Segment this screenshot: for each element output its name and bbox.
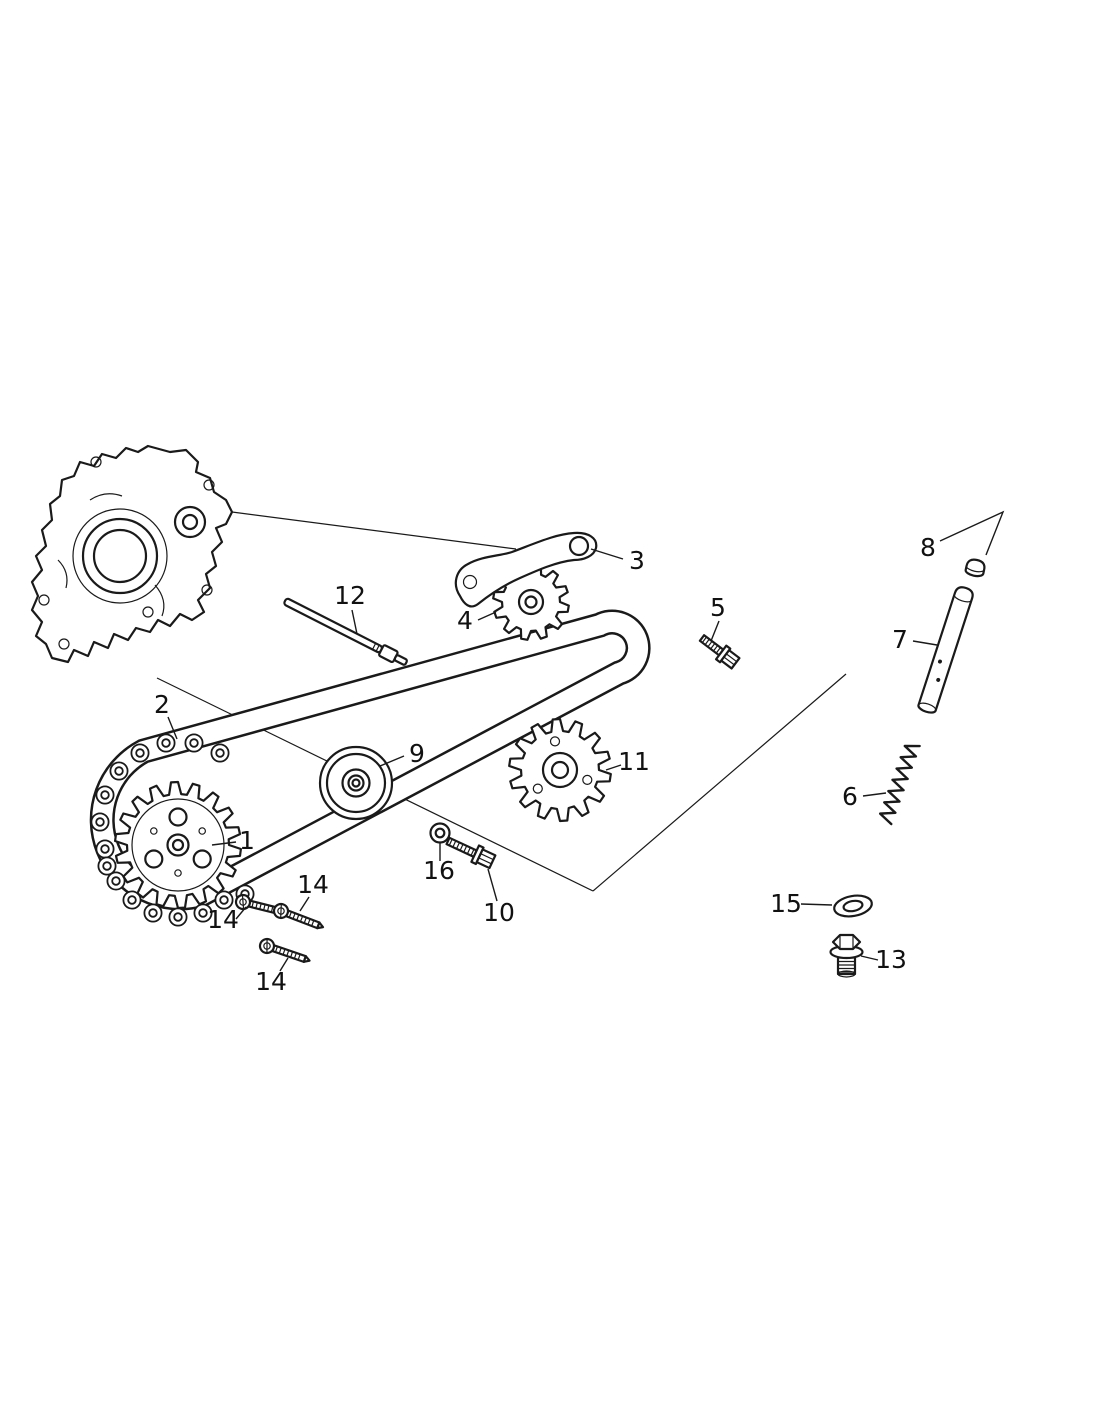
part-label-6: 6 [842,782,858,811]
bolt-hole [203,479,215,491]
casting-rib [154,584,165,617]
bolt-hole [142,606,154,618]
part-label-2: 2 [154,690,170,719]
part-label-4: 4 [457,606,473,635]
part-label-13: 13 [875,945,907,974]
tensioner-arm-3 [454,531,598,608]
bolt-hole [201,584,213,596]
part-label-14a: 14 [297,870,329,899]
idler-sprocket-4 [492,563,570,641]
flange-bolt-10 [445,836,497,870]
casting-rib [89,493,123,501]
tensioner-shaft-12 [283,597,408,666]
part-label-15: 15 [770,889,802,918]
sealing-cap-8 [964,558,986,578]
casting-rib [57,559,68,589]
part-label-12: 12 [334,581,366,610]
part-label-16: 16 [423,856,455,885]
arm-end-hole [462,574,478,590]
flange-bolt-5 [698,634,741,670]
guide-roller-9 [318,745,394,821]
part-label-5: 5 [710,593,726,622]
rod-hole [936,677,941,682]
washer-16 [429,822,451,844]
bearing-boss-outline [72,508,168,604]
screw-14-c [258,937,311,963]
shaft-bore [173,505,207,539]
sealing-washer-15 [833,894,873,918]
bolt-hole [90,456,102,468]
timing-sprocket-1 [114,780,242,910]
part-label-11: 11 [618,747,650,776]
tensioner-spring-6 [878,744,921,826]
bolt-hole [58,638,70,650]
part-label-9: 9 [409,739,425,768]
part-labels: 1 2 3 4 5 6 7 8 9 10 11 12 13 14 14 14 1… [154,533,936,996]
rod-hole [937,659,942,664]
bolt-hole [38,594,50,606]
part-label-3: 3 [629,546,645,575]
part-label-14c: 14 [255,967,287,996]
part-label-8: 8 [920,533,936,562]
engine-crankcase [30,444,234,664]
idler-sprocket-11 [508,717,612,823]
part-label-1: 1 [239,826,255,855]
part-label-7: 7 [892,625,908,654]
part-label-10: 10 [483,898,515,927]
screw-14-b [272,902,325,930]
leader-lines [167,510,1005,972]
tensioner-push-rod-7 [917,586,974,714]
chain-links [90,733,255,927]
sealing-bolt-13 [829,933,864,978]
arm-pivot-hole [568,535,590,557]
part-label-14b: 14 [207,905,239,934]
